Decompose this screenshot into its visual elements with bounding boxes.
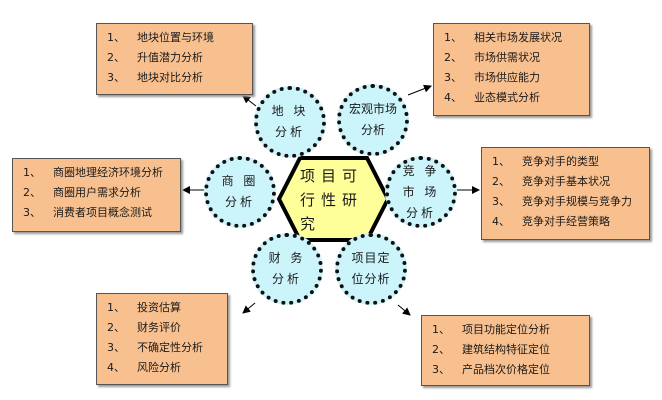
- item-text: 竞争对手经营策略: [522, 215, 610, 228]
- list-item: 4、业态模式分析: [444, 88, 589, 108]
- node-trade-label: 商 圈 分析: [221, 174, 259, 209]
- item-text: 业态模式分析: [474, 91, 540, 104]
- item-number: 3、: [23, 206, 41, 219]
- list-item: 1、项目功能定位分析: [432, 320, 589, 340]
- node-positioning: 项目定位分析: [335, 233, 407, 305]
- item-number: 3、: [107, 341, 125, 354]
- item-number: 1、: [492, 155, 510, 168]
- node-land: 地 块 分析: [254, 86, 326, 158]
- item-number: 3、: [432, 363, 450, 376]
- item-text: 商圈用户需求分析: [53, 186, 141, 199]
- item-number: 2、: [23, 186, 41, 199]
- item-text: 竞争对手基本状况: [522, 175, 610, 188]
- item-number: 4、: [107, 361, 125, 374]
- item-text: 产品档次价格定位: [462, 363, 550, 376]
- list-item: 2、竞争对手基本状况: [492, 172, 649, 192]
- box-positioning: 1、项目功能定位分析 2、建筑结构特征定位 3、产品档次价格定位: [421, 315, 590, 386]
- list-item: 1、相关市场发展状况: [444, 28, 589, 48]
- arrow-land: [242, 95, 257, 107]
- node-land-label: 地 块 分析: [271, 104, 309, 139]
- item-number: 1、: [432, 323, 450, 336]
- item-number: 2、: [107, 51, 125, 64]
- node-competition: 竞 争 市 场分析: [385, 156, 457, 228]
- list-item: 3、不确定性分析: [107, 338, 227, 358]
- item-text: 升值潜力分析: [137, 51, 203, 64]
- item-text: 商圈地理经济环境分析: [53, 166, 163, 179]
- item-number: 1、: [23, 166, 41, 179]
- list-item: 1、商圈地理经济环境分析: [23, 163, 180, 183]
- box-finance: 1、投资估算 2、财务评价 3、不确定性分析 4、风险分析: [96, 293, 228, 385]
- item-text: 地块对比分析: [137, 71, 203, 84]
- item-number: 2、: [432, 343, 450, 356]
- node-trade: 商 圈 分析: [204, 156, 276, 228]
- node-finance: 财 务 分析: [251, 233, 323, 305]
- item-number: 3、: [492, 195, 510, 208]
- item-text: 不确定性分析: [137, 341, 203, 354]
- list-item: 2、财务评价: [107, 318, 227, 338]
- list-item: 2、建筑结构特征定位: [432, 340, 589, 360]
- item-text: 市场供需状况: [474, 51, 540, 64]
- item-text: 财务评价: [137, 321, 181, 334]
- node-finance-label: 财 务 分析: [268, 251, 306, 286]
- node-macro-label: 宏观市场分析: [349, 102, 398, 137]
- arrow-positioning: [397, 304, 411, 316]
- item-number: 2、: [107, 321, 125, 334]
- arrow-finance: [242, 302, 256, 314]
- list-item: 3、竞争对手规模与竞争力: [492, 192, 649, 212]
- item-number: 2、: [444, 51, 462, 64]
- list-item: 2、升值潜力分析: [107, 48, 252, 68]
- list-item: 3、市场供应能力: [444, 68, 589, 88]
- list-item: 1、投资估算: [107, 298, 227, 318]
- item-text: 相关市场发展状况: [474, 31, 562, 44]
- item-text: 投资估算: [137, 301, 181, 314]
- list-item: 1、竞争对手的类型: [492, 152, 649, 172]
- list-item: 2、商圈用户需求分析: [23, 183, 180, 203]
- list-item: 3、消费者项目概念测试: [23, 203, 180, 223]
- item-number: 3、: [107, 71, 125, 84]
- list-item: 4、风险分析: [107, 358, 227, 378]
- arrow-macro: [407, 84, 432, 96]
- list-item: 3、产品档次价格定位: [432, 360, 589, 380]
- box-macro: 1、相关市场发展状况 2、市场供需状况 3、市场供应能力 4、业态模式分析: [433, 23, 590, 116]
- list-item: 4、竞争对手经营策略: [492, 212, 649, 232]
- box-competition: 1、竞争对手的类型 2、竞争对手基本状况 3、竞争对手规模与竞争力 4、竞争对手…: [481, 147, 650, 240]
- item-number: 1、: [107, 31, 125, 44]
- node-positioning-label: 项目定位分析: [351, 251, 391, 286]
- node-macro: 宏观市场分析: [337, 84, 409, 156]
- item-number: 2、: [492, 175, 510, 188]
- box-land: 1、地块位置与环境 2、升值潜力分析 3、地块对比分析: [96, 23, 253, 95]
- node-competition-label: 竞 争 市 场分析: [402, 163, 440, 220]
- item-number: 4、: [492, 215, 510, 228]
- item-text: 竞争对手规模与竞争力: [522, 195, 632, 208]
- item-text: 风险分析: [137, 361, 181, 374]
- box-trade: 1、商圈地理经济环境分析 2、商圈用户需求分析 3、消费者项目概念测试: [12, 158, 181, 232]
- item-number: 3、: [444, 71, 462, 84]
- list-item: 2、市场供需状况: [444, 48, 589, 68]
- item-number: 1、: [444, 31, 462, 44]
- item-text: 市场供应能力: [474, 71, 540, 84]
- list-item: 3、地块对比分析: [107, 68, 252, 88]
- center-title: 项目可行性研究: [300, 167, 364, 233]
- list-item: 1、地块位置与环境: [107, 28, 252, 48]
- item-text: 地块位置与环境: [137, 31, 214, 44]
- item-number: 4、: [444, 91, 462, 104]
- item-text: 竞争对手的类型: [522, 155, 599, 168]
- item-text: 建筑结构特征定位: [462, 343, 550, 356]
- item-text: 消费者项目概念测试: [53, 206, 152, 219]
- item-text: 项目功能定位分析: [462, 323, 550, 336]
- item-number: 1、: [107, 301, 125, 314]
